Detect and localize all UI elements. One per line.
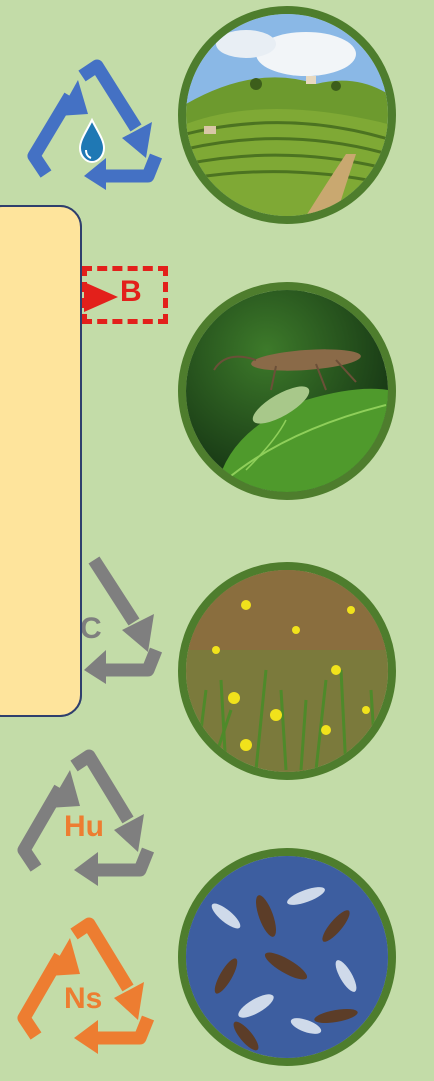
springtails-photo: [178, 848, 396, 1066]
vineyard-photo: [178, 6, 396, 224]
water-cycle-icon: [26, 58, 168, 193]
info-panel-front: [0, 205, 82, 717]
water-drop-icon: [80, 120, 104, 162]
nitrogen-cycle-label: Ns: [64, 982, 102, 1016]
insect-photo: [178, 282, 396, 500]
b-callout-label: B: [120, 275, 142, 309]
meadow-photo: [178, 562, 396, 780]
carbon-cycle-label: C: [80, 612, 102, 646]
humus-cycle-label: Hu: [64, 810, 104, 844]
arrow-right-icon: [84, 282, 120, 317]
